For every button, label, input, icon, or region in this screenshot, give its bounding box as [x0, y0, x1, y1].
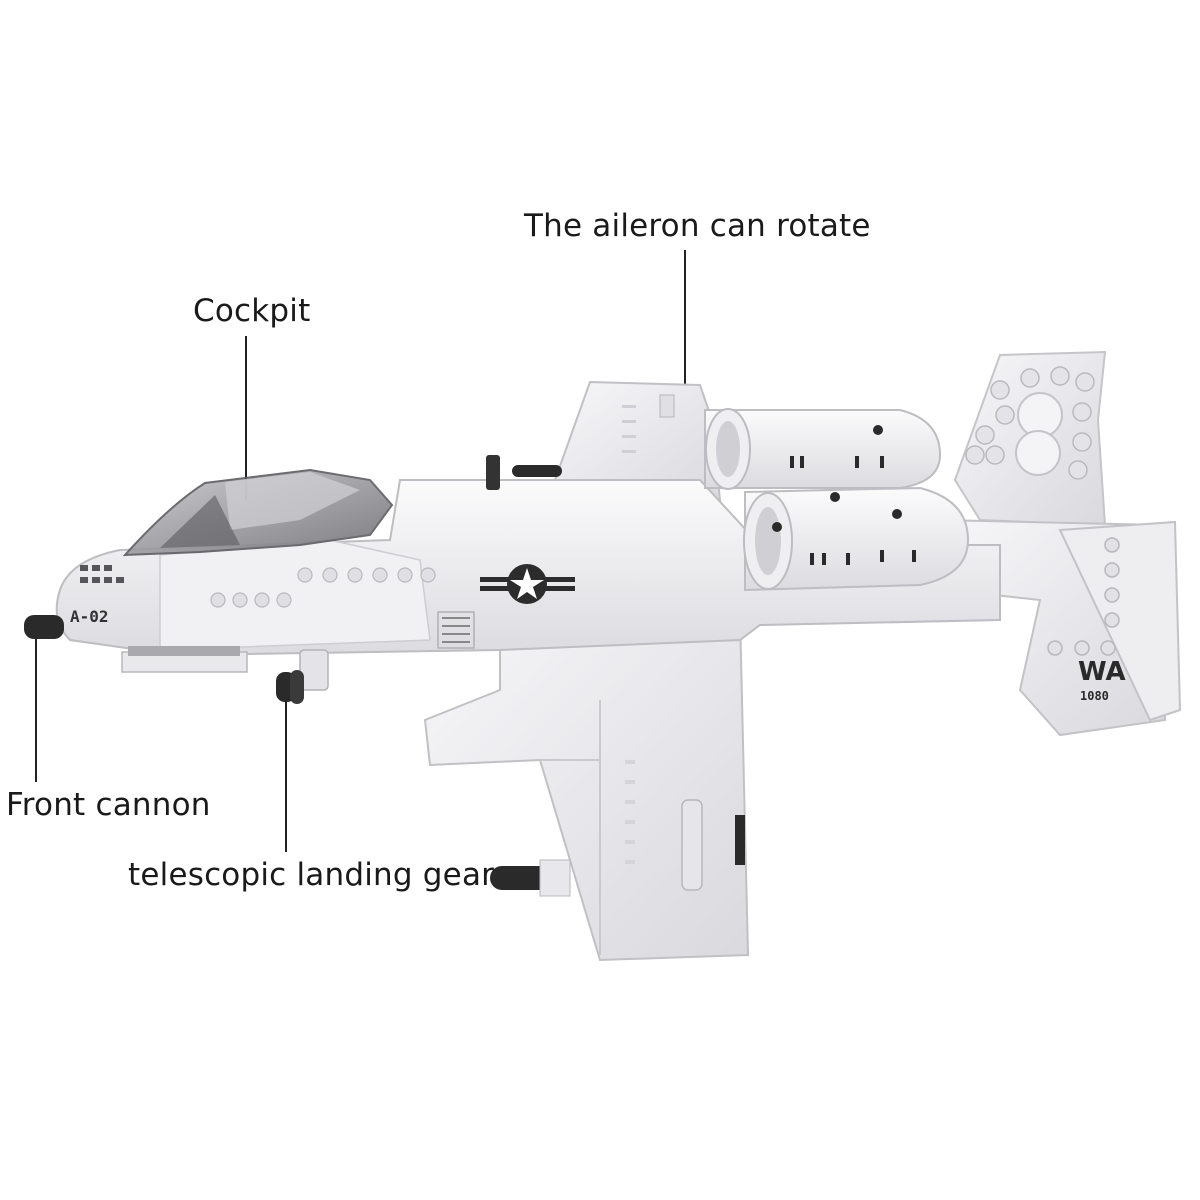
star-insignia-icon — [480, 564, 575, 604]
front-cannon — [24, 615, 64, 639]
tail-code-marking: WA — [1078, 657, 1126, 687]
cockpit-canopy — [122, 468, 394, 557]
nose-code-marking: A-02 — [70, 607, 109, 626]
fuselage: A-02 — [55, 455, 1001, 673]
upper-engine — [704, 408, 942, 490]
aileron-callout-label: The aileron can rotate — [524, 208, 871, 244]
landing-gear — [276, 649, 329, 704]
cockpit-callout-label: Cockpit — [193, 293, 311, 329]
wing-missile — [490, 859, 571, 897]
lower-wing — [423, 613, 750, 962]
tail-fin-upper — [953, 350, 1107, 527]
tail-number-marking: 1080 — [1080, 689, 1109, 703]
lower-engine — [743, 486, 970, 592]
front-cannon-callout-label: Front cannon — [6, 787, 211, 823]
landing-gear-callout-label: telescopic landing gear — [128, 857, 495, 893]
